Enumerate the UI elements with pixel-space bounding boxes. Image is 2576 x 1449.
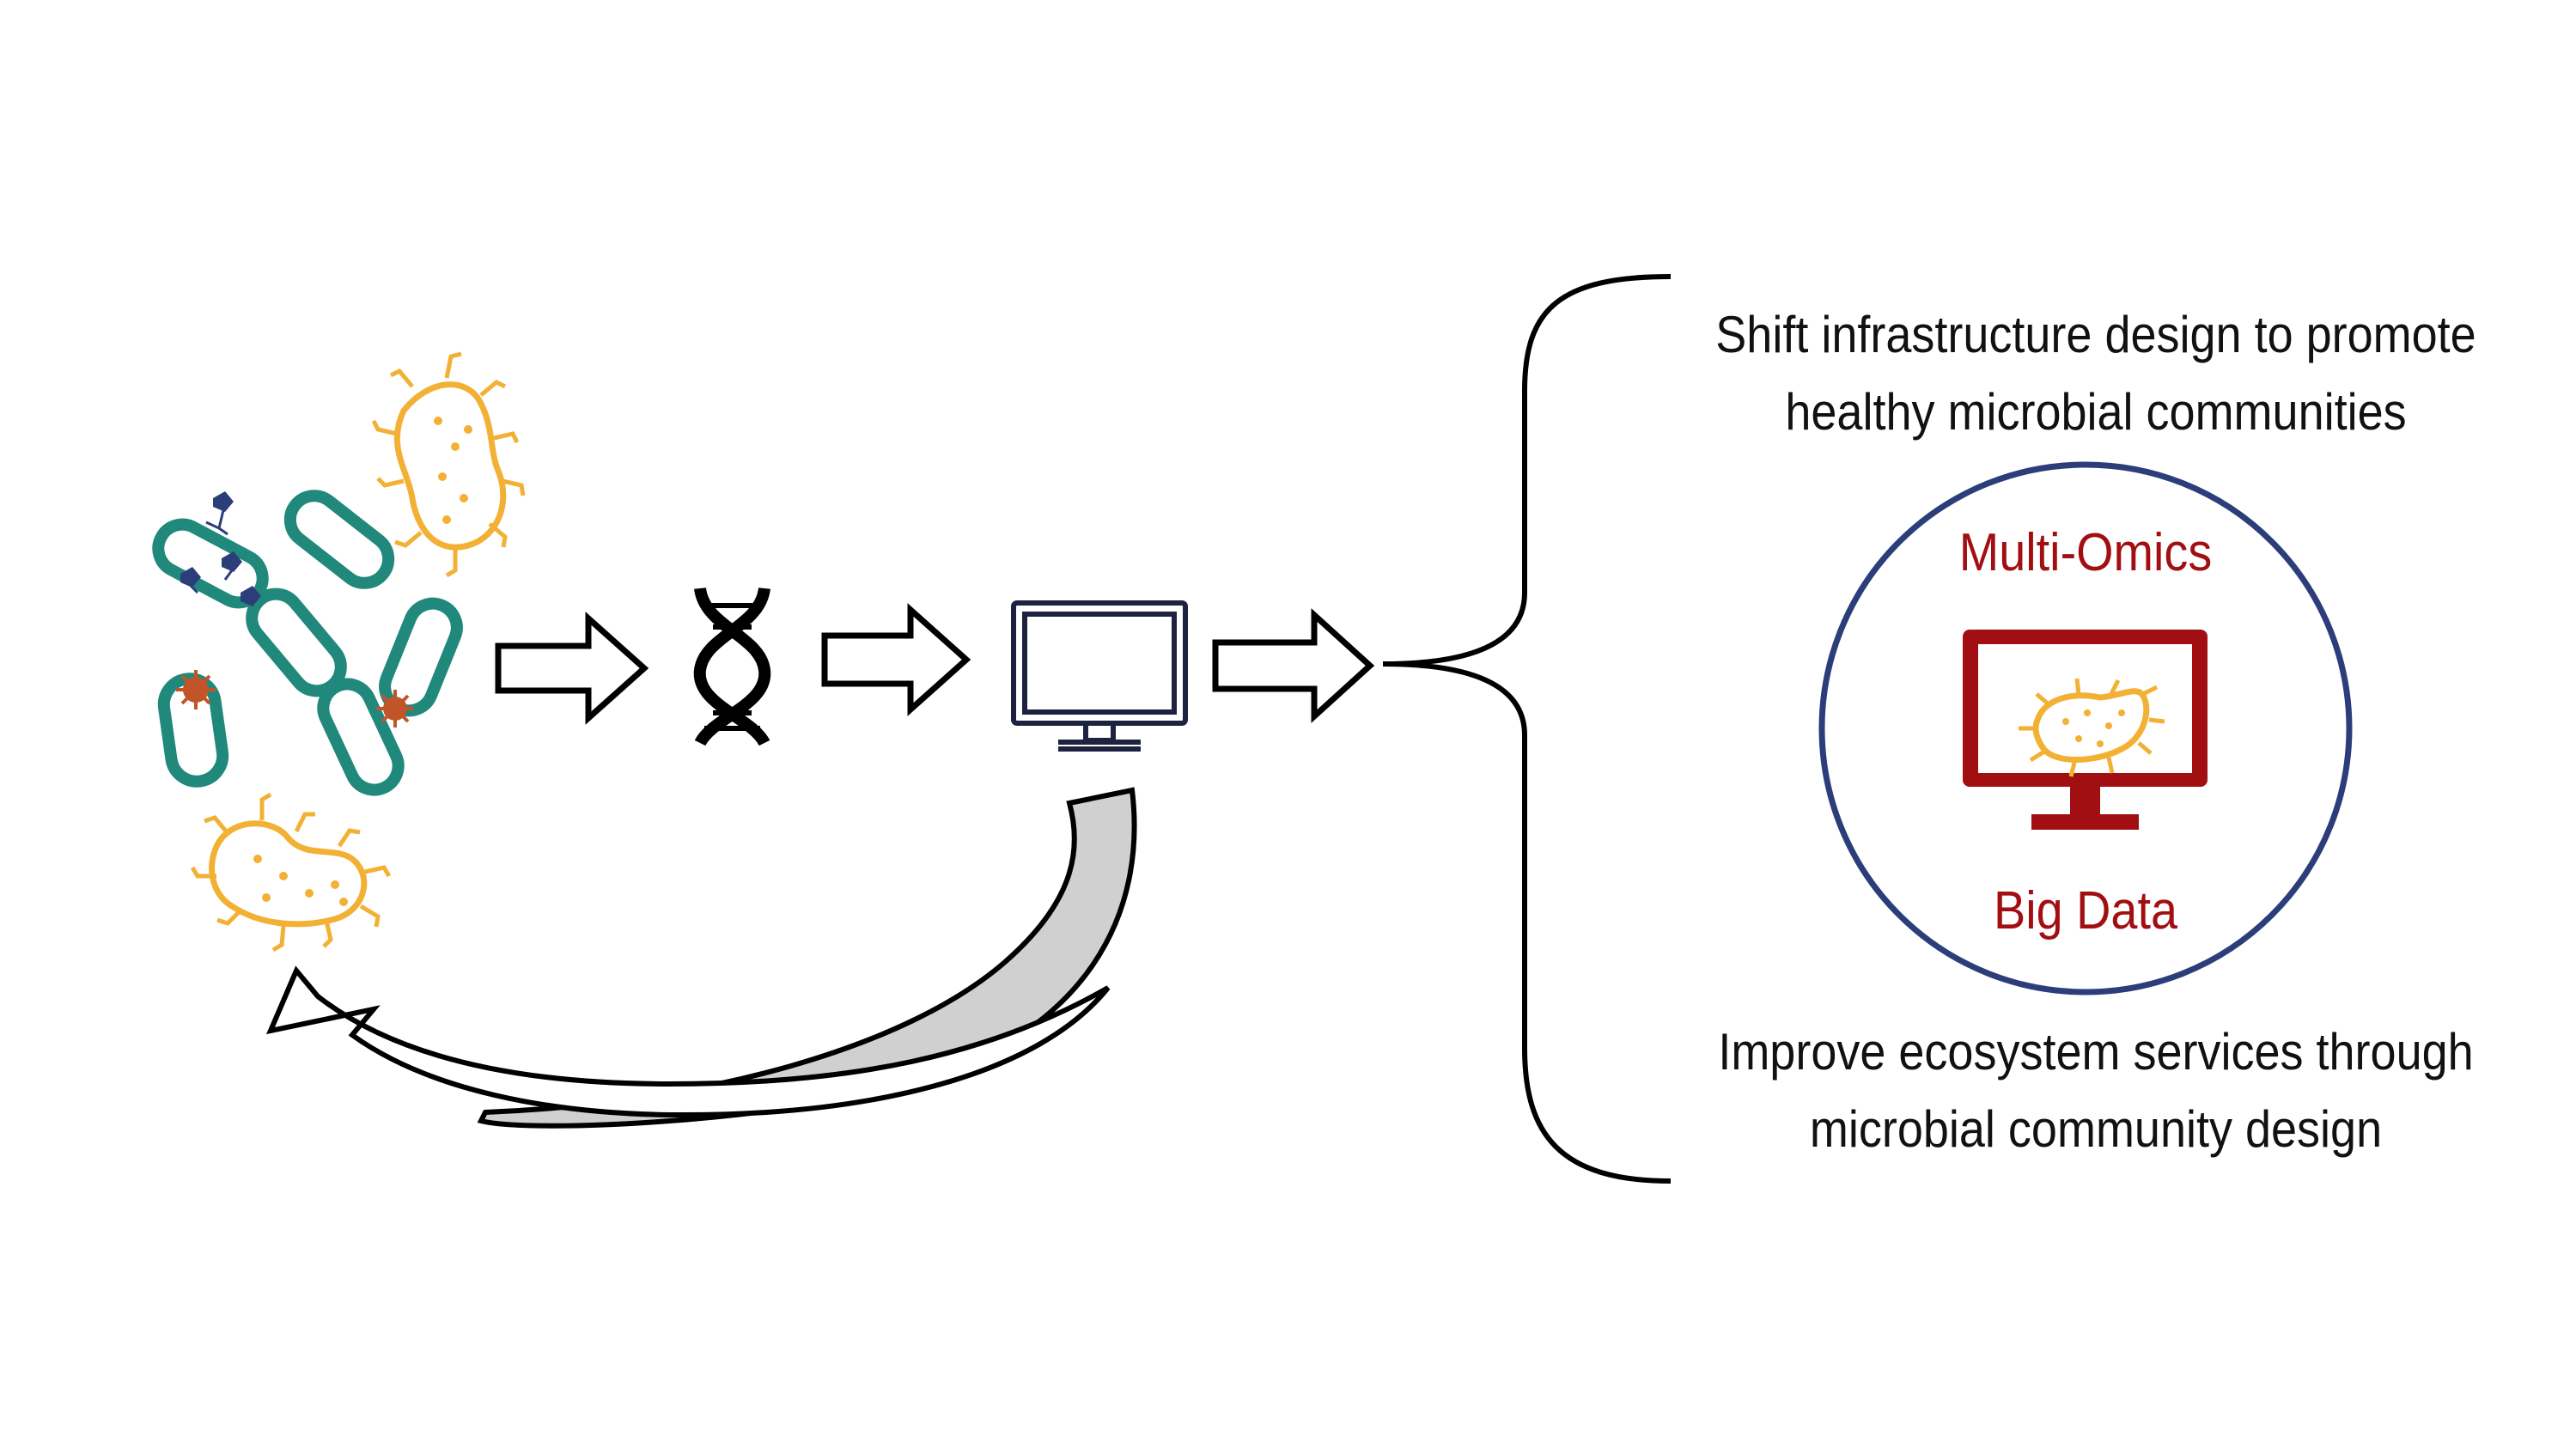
big-data-label: Big Data [1993,881,2178,941]
virus-icon [176,670,414,728]
computer-monitor-icon [1011,600,1188,752]
omics-circle [1818,461,2353,995]
microbes-cluster-icon [152,351,526,953]
curly-brace-icon [1382,274,1672,1184]
arrow-right-2 [821,603,971,716]
outcome-infrastructure-line-1: Shift infrastructure design to promote [1715,306,2476,363]
outcome-ecosystem-line-1: Improve ecosystem services through [1718,1023,2474,1081]
arrow-right-1 [495,612,649,725]
outcome-infrastructure-text: Shift infrastructure design to promote h… [1663,296,2529,451]
outcome-ecosystem-line-2: microbial community design [1809,1100,2383,1158]
outcome-ecosystem-text: Improve ecosystem services through micro… [1663,1014,2529,1168]
dna-helix-icon [693,587,771,746]
multi-omics-label: Multi-Omics [1958,523,2213,582]
monitor-bacterium-icon [1963,630,2208,830]
arrow-right-3 [1212,608,1375,723]
feedback-arrow-icon [265,787,1137,1129]
outcome-infrastructure-line-2: healthy microbial communities [1785,383,2407,441]
